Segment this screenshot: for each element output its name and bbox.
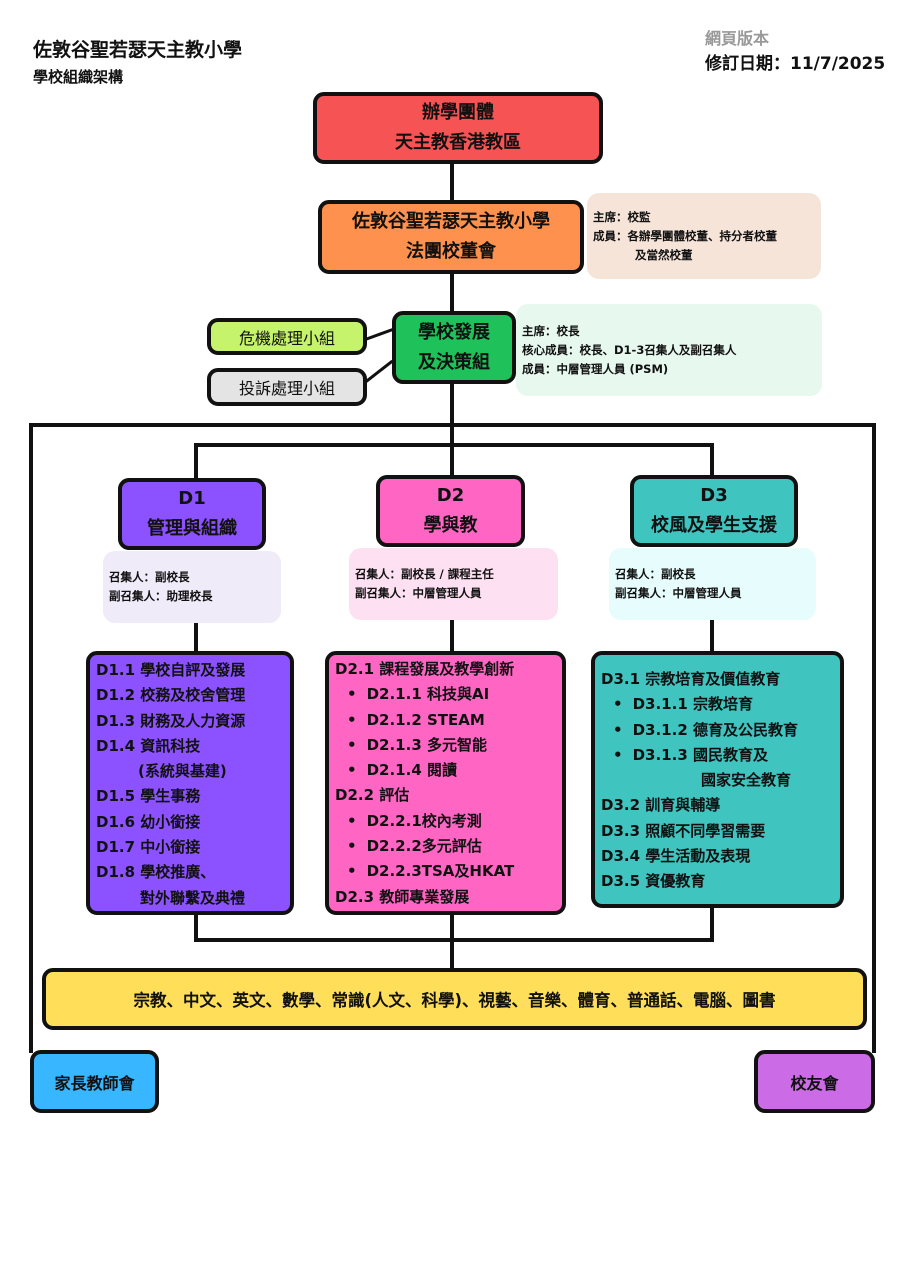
- d2-item: D2.1 課程發展及教學創新: [335, 660, 515, 678]
- d1-box: D1 管理與組織: [118, 478, 266, 550]
- d3-name: 校風及學生支援: [651, 515, 777, 536]
- d1-item: (系統與基建): [138, 762, 227, 781]
- d3-item: D3.2 訓育與輔導: [601, 796, 721, 815]
- outer-frame-left: [29, 423, 33, 1053]
- d3-item: D3.1.3 國民教育及: [601, 743, 834, 768]
- d2-item: D2.2.3TSA及HKAT: [335, 859, 556, 884]
- sdc-line2: 及決策組: [418, 351, 490, 373]
- connector: [194, 620, 198, 653]
- outer-frame-right: [872, 423, 876, 1053]
- d1-item: D1.3 財務及人力資源: [96, 711, 246, 730]
- d2-item: D2.3 教師專業發展: [335, 887, 470, 906]
- imc-members-cont: 及當然校董: [635, 247, 693, 262]
- sponsor-line1: 辦學團體: [422, 102, 494, 123]
- d1-convenor: 召集人：副校長: [109, 570, 190, 584]
- d1-item: D1.1 學校自評及發展: [96, 661, 246, 679]
- d3-item: D3.5 資優教育: [601, 872, 706, 891]
- d2-detail-box: D2.1 課程發展及教學創新 D2.1.1 科技與AI D2.1.2 STEAM…: [325, 651, 566, 915]
- sdc-core: 核心成員：校長、D1-3召集人及副召集人: [522, 342, 737, 357]
- d1-item: D1.7 中小銜接: [96, 838, 201, 857]
- connector: [194, 938, 714, 942]
- alumni-box: 校友會: [754, 1050, 875, 1113]
- d2-code: D2: [436, 485, 465, 506]
- sdc-info: 主席：校長 核心成員：校長、D1-3召集人及副召集人 成員：中層管理人員 (PS…: [516, 304, 822, 396]
- connector: [450, 617, 454, 653]
- version-label: 網頁版本: [705, 29, 770, 48]
- connector: [450, 380, 454, 425]
- connector: [364, 359, 394, 384]
- d1-code: D1: [178, 488, 206, 509]
- d3-item: D3.3 照顧不同學習需要: [601, 821, 766, 840]
- school-name: 佐敦谷聖若瑟天主教小學: [33, 39, 243, 61]
- d1-name: 管理與組織: [147, 518, 237, 539]
- d3-code: D3: [700, 485, 728, 506]
- sdc-box: 學校發展 及決策組: [392, 311, 516, 384]
- d3-detail-box: D3.1 宗教培育及價值教育 D3.1.1 宗教培育 D3.1.2 德育及公民教…: [591, 651, 844, 908]
- complaint-team-box: 投訴處理小組: [207, 368, 367, 406]
- d2-item: D2.2.2多元評估: [335, 834, 556, 859]
- d1-info: 召集人：副校長 副召集人：助理校長: [103, 551, 281, 623]
- d2-name: 學與教: [423, 515, 478, 536]
- d1-detail-box: D1.1 學校自評及發展 D1.2 校務及校舍管理 D1.3 財務及人力資源 D…: [86, 651, 294, 915]
- d1-vice-convenor: 副召集人：助理校長: [109, 589, 213, 603]
- connector: [194, 443, 198, 480]
- subjects-box: 宗教、中文、英文、數學、常識(人文、科學)、視藝、音樂、體育、普通話、電腦、圖書: [42, 968, 867, 1030]
- d2-item: D2.1.3 多元智能: [335, 733, 556, 758]
- d1-item: D1.2 校務及校舍管理: [96, 686, 246, 705]
- sdc-chair: 主席：校長: [522, 323, 580, 338]
- d1-item: D1.6 幼小銜接: [96, 812, 201, 831]
- d1-item: 對外聯繫及典禮: [140, 888, 246, 907]
- d2-convenor: 召集人：副校長 / 課程主任: [355, 567, 494, 581]
- d1-item: D1.5 學生事務: [96, 787, 201, 806]
- connector: [364, 327, 394, 342]
- connector: [710, 443, 714, 477]
- imc-info: 主席：校監 成員：各辦學團體校董、持分者校董 及當然校董: [587, 193, 821, 279]
- d3-item: D3.1 宗教培育及價值教育: [601, 670, 781, 688]
- chart-subtitle: 學校組織架構: [33, 68, 124, 86]
- imc-line1: 佐敦谷聖若瑟天主教小學: [352, 211, 550, 232]
- d2-box: D2 學與教: [376, 475, 525, 547]
- connector: [450, 423, 454, 447]
- d2-item: D2.1.4 閱讀: [335, 758, 556, 783]
- d3-convenor: 召集人：副校長: [615, 567, 696, 581]
- d3-info: 召集人：副校長 副召集人：中層管理人員: [609, 548, 816, 620]
- d2-item: D2.2.1校內考測: [335, 809, 556, 834]
- imc-line2: 法團校董會: [406, 241, 496, 262]
- connector: [450, 443, 454, 477]
- imc-chair: 主席：校監: [593, 209, 651, 224]
- d3-vice-convenor: 副召集人：中層管理人員: [615, 586, 742, 600]
- d3-item: 國家安全教育: [701, 771, 792, 790]
- sponsoring-body-box: 辦學團體 天主教香港教區: [313, 92, 603, 164]
- d2-item: D2.1.1 科技與AI: [335, 682, 556, 707]
- connector: [710, 617, 714, 653]
- revision-date: 修訂日期：11/7/2025: [705, 54, 886, 74]
- connector: [710, 905, 714, 942]
- d1-item: D1.8 學校推廣、: [96, 863, 216, 882]
- d2-item: D2.2 評估: [335, 786, 410, 805]
- d3-box: D3 校風及學生支援: [630, 475, 798, 547]
- d2-vice-convenor: 副召集人：中層管理人員: [355, 586, 482, 600]
- d2-info: 召集人：副校長 / 課程主任 副召集人：中層管理人員: [349, 548, 558, 620]
- connector: [194, 912, 198, 942]
- imc-box: 佐敦谷聖若瑟天主教小學 法團校董會: [318, 200, 584, 274]
- d2-item: D2.1.2 STEAM: [335, 708, 556, 733]
- connector: [194, 443, 714, 447]
- d1-item: D1.4 資訊科技: [96, 736, 201, 755]
- imc-members: 成員：各辦學團體校董、持分者校董: [593, 228, 777, 243]
- sponsor-line2: 天主教香港教區: [395, 132, 521, 153]
- connector: [450, 160, 454, 202]
- pta-box: 家長教師會: [30, 1050, 159, 1113]
- d3-item: D3.1.1 宗教培育: [601, 692, 834, 717]
- d3-item: D3.1.2 德育及公民教育: [601, 718, 834, 743]
- connector: [450, 270, 454, 313]
- crisis-team-box: 危機處理小組: [207, 318, 367, 355]
- d3-item: D3.4 學生活動及表現: [601, 847, 751, 866]
- sdc-members: 成員：中層管理人員 (PSM): [522, 361, 669, 376]
- sdc-line1: 學校發展: [418, 321, 490, 343]
